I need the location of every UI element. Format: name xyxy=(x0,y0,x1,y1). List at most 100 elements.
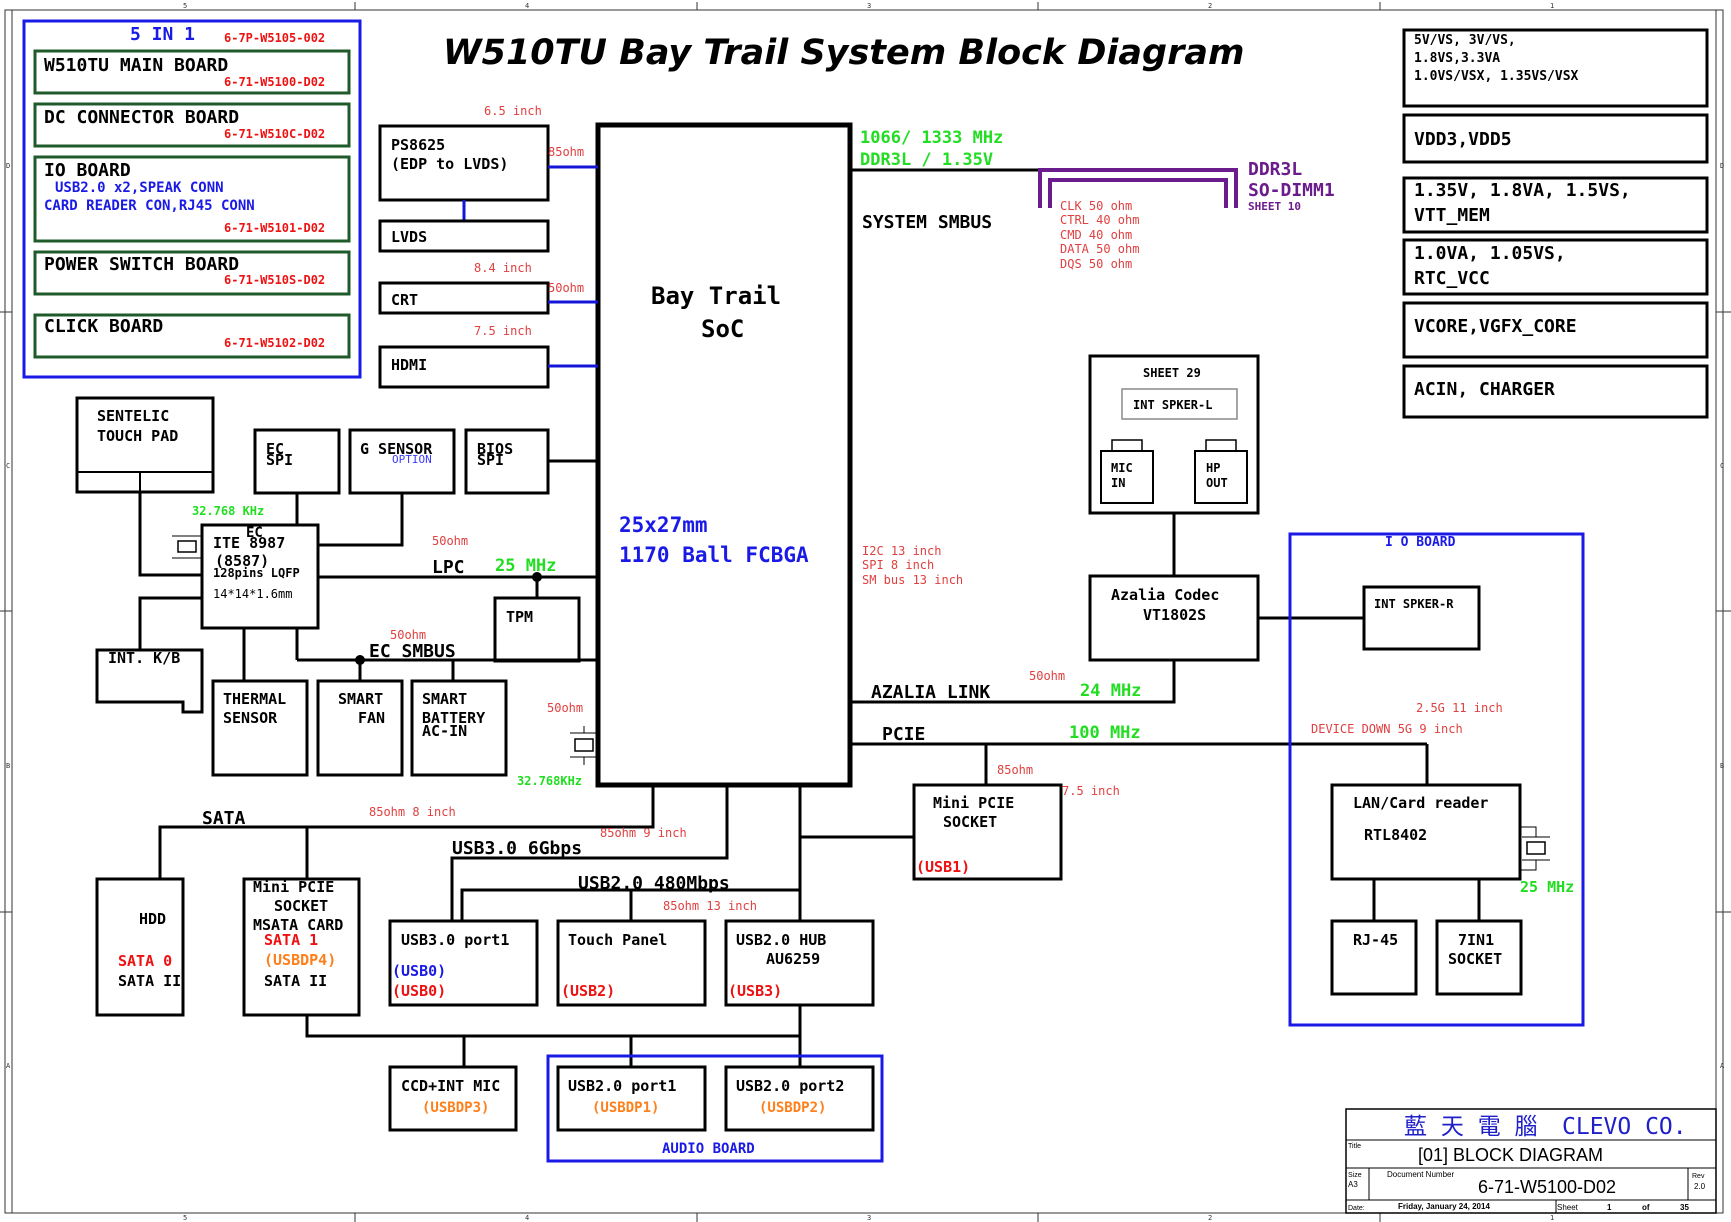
lan-trace-length-2: DEVICE DOWN 5G 9 inch xyxy=(1311,722,1463,736)
soc-name-line1: Bay Trail xyxy=(651,282,781,310)
smart-fan-block xyxy=(316,679,404,777)
board-io-name: IO BOARD xyxy=(44,160,131,181)
rtc-crystal-freq: 32.768KHz xyxy=(517,774,582,788)
col-mark: 4 xyxy=(525,1214,529,1222)
pcie-frequency: 100 MHz xyxy=(1069,723,1141,743)
card-socket-block xyxy=(1435,919,1523,996)
usb3-port1-block xyxy=(388,919,539,1007)
bios-spi-line2: SPI xyxy=(477,451,504,469)
bus-note-i2c: I2C 13 inch xyxy=(862,544,941,558)
hp-out-line2: OUT xyxy=(1206,476,1228,490)
ec-crystal-symbol xyxy=(172,535,202,559)
lvds-label: LVDS xyxy=(391,228,427,246)
rtc-impedance: 50ohm xyxy=(547,701,583,715)
lan-card-reader-block xyxy=(1330,783,1522,881)
ccd-mic-usb: (USBDP3) xyxy=(422,1100,489,1116)
crt-block xyxy=(378,281,550,315)
title-field-label: Title xyxy=(1348,1143,1361,1150)
minipcie-impedance: 85ohm xyxy=(997,763,1033,777)
ec-chip-package: 128pins LQFP xyxy=(213,566,300,580)
size-field-label: Size xyxy=(1348,1172,1362,1179)
row-mark: B xyxy=(1720,762,1724,770)
power-box-2 xyxy=(1402,113,1709,164)
power-box-2-line1: VDD3,VDD5 xyxy=(1414,129,1512,150)
speaker-right-label: INT SPKER-R xyxy=(1374,597,1454,611)
rj45-block xyxy=(1330,919,1418,996)
touch-panel-usb: (USB2) xyxy=(561,982,615,1000)
board-main-name: W510TU MAIN BOARD xyxy=(44,55,228,76)
board-click xyxy=(33,313,351,359)
hdd-block xyxy=(95,877,185,1017)
ec-label: EC xyxy=(246,525,263,541)
ddr-imp-clk: CLK 50 ohm xyxy=(1060,199,1132,213)
crt-impedance: 50ohm xyxy=(548,281,584,295)
thermal-sensor-block xyxy=(211,679,309,777)
date-field-value: Friday, January 24, 2014 xyxy=(1398,1202,1490,1211)
ec-spi-line2: SPI xyxy=(266,451,293,469)
usb2-port2-block xyxy=(724,1065,875,1132)
ps8625-name: PS8625 xyxy=(391,136,445,154)
board-list-header: 5 IN 1 xyxy=(130,24,195,45)
usb2-port1-block xyxy=(556,1065,707,1132)
soc-package-type: 1170 Ball FCBGA xyxy=(619,543,809,567)
rev-field-label: Rev xyxy=(1692,1173,1705,1180)
usb2-port1-usb: (USBDP1) xyxy=(592,1100,659,1116)
msata-line1: Mini PCIE xyxy=(253,878,334,896)
power-box-1-line3: 1.0VS/VSX, 1.35VS/VSX xyxy=(1414,69,1579,84)
col-mark: 1 xyxy=(1550,2,1554,10)
sheet-of-label: of xyxy=(1642,1203,1650,1212)
audio-board-frame xyxy=(546,1054,884,1163)
bios-spi-line1: BIOS xyxy=(477,440,513,458)
lpc-impedance: 50ohm xyxy=(432,534,468,548)
rtc-crystal-symbol xyxy=(570,726,598,765)
ps8625-impedance: 85ohm xyxy=(548,145,584,159)
title-block: 藍 天 電 腦 CLEVO CO. Title [01] BLOCK DIAGR… xyxy=(1345,1108,1717,1214)
touchpad-name: TOUCH PAD xyxy=(97,427,178,445)
power-box-6 xyxy=(1402,364,1709,419)
touch-panel-block xyxy=(556,919,707,1007)
ddr-imp-dqs: DQS 50 ohm xyxy=(1060,257,1132,271)
board-dc-name: DC CONNECTOR BOARD xyxy=(44,107,239,128)
power-box-1 xyxy=(1402,28,1709,108)
power-box-1-line1: 5V/VS, 3V/VS, xyxy=(1414,33,1516,48)
ccd-mic-label: CCD+INT MIC xyxy=(401,1077,500,1095)
ddr-imp-cmd: CMD 40 ohm xyxy=(1060,228,1132,242)
ec-spi-line1: EC xyxy=(266,440,284,458)
mic-in-line2: IN xyxy=(1111,476,1125,490)
ec-crystal-freq: 32.768 KHz xyxy=(192,504,264,518)
system-smbus-label: SYSTEM SMBUS xyxy=(862,212,992,233)
smart-battery-line2: BATTERY xyxy=(422,709,485,727)
power-rail-list: 5V/VS, 3V/VS, 1.8VS,3.3VA 1.0VS/VSX, 1.3… xyxy=(1402,28,1709,419)
dimm-type: DDR3L xyxy=(1248,159,1302,180)
hdd-gen: SATA II xyxy=(118,972,181,990)
usb3-bus-label: USB3.0 6Gbps xyxy=(452,838,582,859)
rev-field-value: 2.0 xyxy=(1694,1182,1706,1191)
hdd-label: HDD xyxy=(139,910,166,928)
board-list-header-code: 6-7P-W5105-002 xyxy=(224,31,325,45)
usb2-trace-note: 85ohm 13 inch xyxy=(663,899,757,913)
smart-battery-line1: SMART xyxy=(422,690,467,708)
size-field-value: A3 xyxy=(1348,1180,1358,1189)
lan-card-reader-name: LAN/Card reader xyxy=(1353,794,1488,812)
rj45-label: RJ-45 xyxy=(1353,931,1398,949)
usb3-port1-usb-b: (USB0) xyxy=(392,982,446,1000)
azalia-frequency: 24 MHz xyxy=(1080,681,1141,701)
audio-sheet-ref: SHEET 29 xyxy=(1143,366,1201,380)
crt-trace-length: 8.4 inch xyxy=(474,261,532,275)
smart-battery-line3: AC-IN xyxy=(422,722,467,740)
mic-in-line1: MIC xyxy=(1111,461,1133,475)
board-io-line3: CARD READER CON,RJ45 CONN xyxy=(44,198,255,214)
date-field-label: Date: xyxy=(1348,1205,1365,1212)
card-socket-line1: 7IN1 xyxy=(1458,931,1494,949)
power-box-5 xyxy=(1402,301,1709,359)
minipcie-socket-block xyxy=(912,783,1063,881)
row-mark: A xyxy=(6,1062,11,1070)
dimm-sheet-ref: SHEET 10 xyxy=(1248,200,1301,213)
hdd-port: SATA 0 xyxy=(118,952,172,970)
board-click-name: CLICK BOARD xyxy=(44,316,163,337)
col-mark: 3 xyxy=(867,2,871,10)
board-io-code: 6-71-W5101-D02 xyxy=(224,221,325,235)
power-box-1-line2: 1.8VS,3.3VA xyxy=(1414,51,1500,66)
thermal-sensor-line1: THERMAL xyxy=(223,690,286,708)
lan-crystal-symbol xyxy=(1520,826,1550,871)
